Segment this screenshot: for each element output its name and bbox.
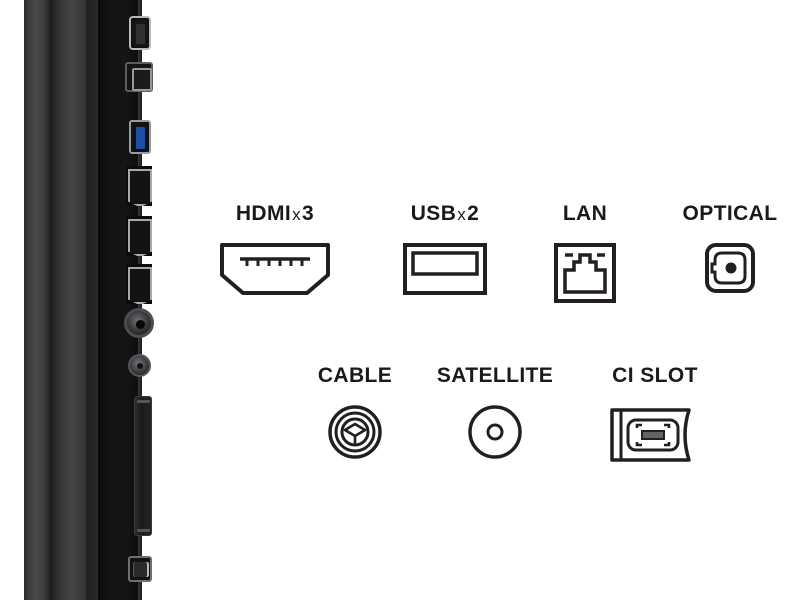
legend-multiplier-usb: x [457, 205, 467, 224]
legend-label-ci-slot-text: CI SLOT [612, 364, 698, 387]
legend-item-optical: OPTICAL [660, 203, 800, 294]
legend-label-hdmi-text: HDMI [235, 202, 292, 225]
physical-satellite-coax-connector [128, 354, 151, 377]
coax-connector-icon [290, 404, 420, 460]
hdmi-port-icon [200, 242, 350, 296]
legend-item-lan: LAN [530, 203, 640, 304]
physical-usb-port [129, 120, 151, 154]
bezel-band-outer [24, 0, 50, 600]
physical-hdmi-port-3 [126, 264, 152, 304]
physical-optical-port-top [129, 16, 151, 50]
satellite-connector-icon [420, 404, 570, 460]
lan-port-icon [530, 242, 640, 304]
legend-count-hdmi: 3 [302, 202, 315, 225]
legend-label-usb: USBx2 [380, 203, 510, 224]
hdmi-port-opening [128, 219, 152, 256]
legend-label-cable-text: CABLE [317, 364, 393, 387]
ci-card-slot-icon [590, 404, 720, 466]
physical-ci-card-slot [134, 396, 152, 536]
tv-side-panel-photo [24, 0, 154, 600]
legend-label-hdmi: HDMIx3 [200, 203, 350, 224]
legend-label-optical: OPTICAL [660, 203, 800, 224]
optical-port-icon [660, 242, 800, 294]
legend-item-ci-slot: CI SLOT [590, 365, 720, 466]
legend-label-usb-text: USB [410, 202, 457, 225]
physical-optical-port-bottom [128, 556, 152, 582]
physical-hdmi-port-1 [126, 166, 152, 206]
legend-label-lan-text: LAN [562, 202, 608, 225]
legend-label-optical-text: OPTICAL [682, 202, 778, 225]
hdmi-port-opening [128, 267, 152, 304]
bezel-band-highlight [64, 0, 86, 600]
legend-label-ci-slot: CI SLOT [590, 365, 720, 386]
legend-item-satellite: SATELLITE [420, 365, 570, 460]
physical-hdmi-port-2 [126, 216, 152, 256]
legend-item-hdmi: HDMIx3 [200, 203, 350, 296]
legend-item-cable: CABLE [290, 365, 420, 460]
physical-cable-coax-connector [124, 308, 154, 338]
usb-port-icon [380, 242, 510, 296]
legend-label-satellite: SATELLITE [420, 365, 570, 386]
bezel-band-shadow [50, 0, 64, 600]
legend-label-satellite-text: SATELLITE [436, 364, 554, 387]
legend-item-usb: USBx2 [380, 203, 510, 296]
legend-multiplier-hdmi: x [292, 205, 302, 224]
physical-lan-port [125, 62, 153, 92]
legend-label-lan: LAN [530, 203, 640, 224]
bezel-band-groove [86, 0, 98, 600]
hdmi-port-opening [128, 169, 152, 206]
legend-label-cable: CABLE [290, 365, 420, 386]
legend-count-usb: 2 [467, 202, 480, 225]
